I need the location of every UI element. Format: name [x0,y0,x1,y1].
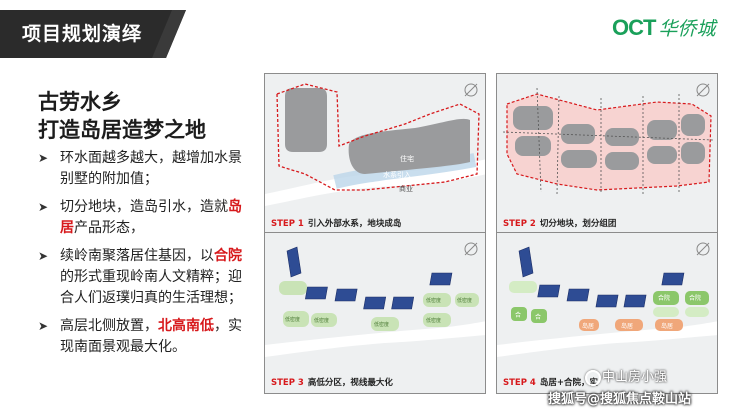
logo-cn-text: 华侨城 [658,18,716,40]
bullet-item: ➤ 续岭南聚落居住基因，以合院的形式重现岭南人文精粹；迎合人们返璞归真的生活理想… [38,246,250,309]
step2-map [497,74,717,234]
bullet-item: ➤ 高层北侧放置，北高南低，实现南面景观最大化。 [38,316,250,358]
bullet-highlight: 合院 [214,248,242,264]
arrow-icon: ➤ [38,319,49,333]
island-label: 岛居 [661,323,674,330]
watermark-source: 搜狐号@搜狐焦点鞍山站 [548,392,692,407]
low-density-label: 低密度 [457,298,473,304]
courtyard-label: 合院 [658,295,671,302]
logo-oct-text: OCT [612,14,656,40]
bullet-text: 高层北侧放置， [60,318,158,334]
headline-line2: 打造岛居造梦之地 [38,118,206,142]
bullet-text: ，实现南面景观最大化。 [60,318,242,355]
low-density-label: 低密度 [314,318,330,324]
arrow-icon: ➤ [38,200,49,214]
bullet-highlight: 北高南低 [158,318,214,334]
step3-map [265,233,485,393]
step-desc: 岛居+合院，实 [539,378,598,388]
step-number: STEP 1 [271,219,304,229]
bullet-text: 产品形态， [74,220,144,236]
label-zhuzhai: 住宅 [400,155,414,163]
courtyard-label: 合院 [689,295,702,302]
bullet-item: ➤ 环水面越多越大，越增加水景别墅的附加值； [38,148,250,190]
oct-logo: OCT 华侨城 [612,14,715,41]
label-shuixi: 水系引入 [383,171,411,179]
bullet-text: 切分地块，造岛引水，造就 [60,199,228,215]
low-density-label: 低密度 [374,322,390,328]
label-shangye: 商业 [399,185,413,193]
step-desc: 高低分区，视线最大化 [307,378,393,388]
step-number: STEP 2 [503,219,536,229]
hey-label: 合 [535,314,542,321]
bullet-list: ➤ 环水面越多越大，越增加水景别墅的附加值； ➤ 切分地块，造岛引水，造就岛居产… [38,148,250,365]
bullet-text: 续岭南聚落居住基因，以 [60,248,214,264]
page-title: 项目规划演绎 [22,23,143,45]
arrow-icon: ➤ [38,249,49,263]
banner-shape [0,10,186,58]
step-desc: 切分地块，划分组团 [539,219,617,229]
bullet-text: 的形式重现岭南人文精粹；迎合人们返璞归真的生活理想； [60,269,242,306]
low-density-label: 低密度 [426,298,442,304]
bullet-item: ➤ 切分地块，造岛引水，造就岛居产品形态， [38,197,250,239]
hey-label: 合 [515,312,522,319]
island-label: 岛居 [582,323,595,330]
watermark-name: 中山房小强 [602,370,668,385]
step-number: STEP 4 [503,378,536,388]
bullet-highlight: 岛居 [60,199,242,236]
low-density-label: 低密度 [285,317,301,323]
step1-map [265,74,485,234]
island-label: 岛居 [621,323,634,330]
watermark-logo-icon [585,370,601,386]
step-desc: 引入外部水系，地块成岛 [307,219,402,229]
headline-line1: 古劳水乡 [38,90,122,114]
bullet-text: 环水面越多越大，越增加水景别墅的附加值； [60,150,242,187]
step4-map [497,233,717,393]
low-density-label: 低密度 [426,318,442,324]
step-number: STEP 3 [271,378,304,388]
arrow-icon: ➤ [38,151,49,165]
